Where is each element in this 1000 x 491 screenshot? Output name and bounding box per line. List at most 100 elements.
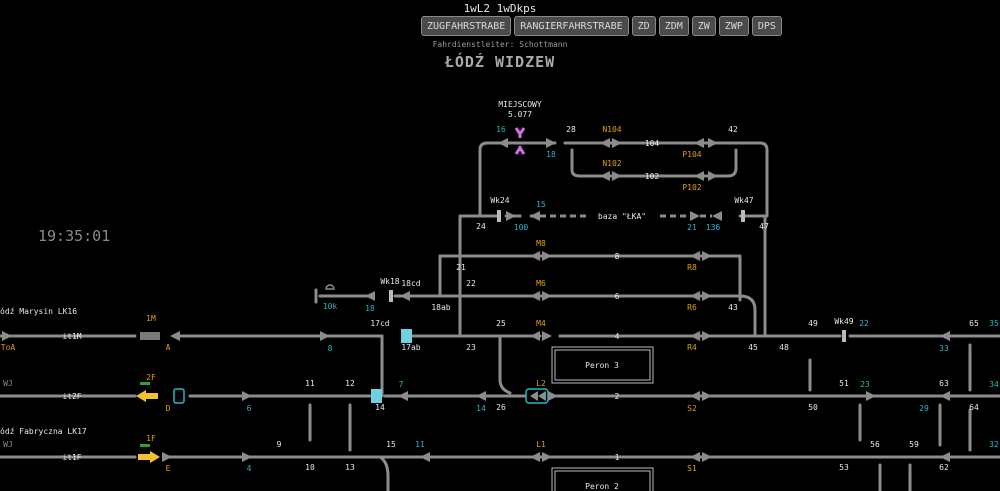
signal-l2-arrow2-icon	[538, 391, 546, 401]
svg-text:65: 65	[969, 319, 979, 328]
station-name: ŁÓDŹ WIDZEW	[444, 53, 556, 71]
svg-text:S2: S2	[687, 404, 697, 413]
wk47-block	[741, 210, 745, 222]
track-6[interactable]	[318, 294, 757, 338]
svg-text:35: 35	[989, 319, 999, 328]
zw-button[interactable]: ZW	[691, 16, 716, 36]
svg-text:10: 10	[305, 463, 315, 472]
platform-2[interactable]	[551, 467, 654, 491]
local-track-icon	[514, 127, 526, 155]
platform-3[interactable]	[551, 346, 654, 384]
svg-text:R8: R8	[687, 263, 697, 272]
signal-d-box[interactable]	[173, 388, 185, 404]
svg-text:4: 4	[247, 464, 252, 473]
track-conn-b[interactable]	[308, 403, 390, 491]
svg-text:13: 13	[345, 463, 355, 472]
svg-text:43: 43	[728, 303, 738, 312]
track-102-label: 102	[645, 172, 660, 181]
svg-text:R4: R4	[687, 343, 697, 352]
svg-text:49: 49	[808, 319, 818, 328]
svg-text:11: 11	[305, 379, 315, 388]
zwp-button[interactable]: ZWP	[718, 16, 749, 36]
toolbar: ZUGFAHRSTRABE RANGIERFAHRSTRABE ZD ZDM Z…	[421, 16, 782, 36]
svg-text:18cd: 18cd	[401, 279, 420, 288]
switch-17-marker[interactable]	[401, 329, 412, 343]
signal-1f-lamp	[140, 444, 150, 447]
svg-text:6: 6	[247, 404, 252, 413]
track-6-label: 6	[615, 292, 620, 301]
svg-text:WJ: WJ	[3, 440, 13, 449]
zugfahrstrasse-button[interactable]: ZUGFAHRSTRABE	[421, 16, 512, 36]
svg-text:M6: M6	[536, 279, 546, 288]
svg-text:25: 25	[496, 319, 506, 328]
svg-text:1F: 1F	[146, 434, 156, 443]
section-labels: 16 18 15 100 21 136 10k 18 8 22 35 33 7 …	[247, 125, 999, 473]
svg-text:33: 33	[939, 344, 949, 353]
dispatcher-name: Fahrdienstleiter: Schottmann	[432, 40, 568, 49]
svg-text:29: 29	[919, 404, 929, 413]
svg-text:23: 23	[860, 380, 870, 389]
svg-text:24: 24	[476, 222, 486, 231]
signal-2f-icon[interactable]	[136, 390, 158, 402]
rangierfahrstrasse-button[interactable]: RANGIERFAHRSTRABE	[514, 16, 629, 36]
zd-button[interactable]: ZD	[631, 16, 656, 36]
signal-l2-arrow-icon	[530, 391, 538, 401]
svg-text:L1: L1	[536, 440, 546, 449]
svg-text:21: 21	[687, 223, 697, 232]
wk18-block	[389, 290, 393, 302]
svg-text:26: 26	[496, 403, 506, 412]
track-1-label: 1	[615, 453, 620, 462]
signal-1m-icon[interactable]	[140, 332, 160, 340]
track-2-label: 2	[615, 392, 620, 401]
track-conn-a[interactable]	[380, 334, 512, 398]
track-8-label: 8	[615, 252, 620, 261]
svg-text:N102: N102	[602, 159, 621, 168]
switch-14-marker[interactable]	[371, 389, 382, 403]
svg-text:A: A	[166, 343, 171, 352]
svg-text:P102: P102	[682, 183, 701, 192]
svg-text:15: 15	[386, 440, 396, 449]
svg-text:34: 34	[989, 380, 999, 389]
svg-text:Wk24: Wk24	[490, 196, 509, 205]
svg-text:22: 22	[859, 319, 869, 328]
baza-label: baza "ŁKA"	[598, 212, 646, 221]
svg-text:51: 51	[839, 379, 849, 388]
local-label: MIEJSCOWY	[498, 100, 542, 109]
dps-button[interactable]: DPS	[751, 16, 782, 36]
signal-l2-box[interactable]	[525, 388, 549, 404]
track-102[interactable]	[570, 148, 738, 178]
local-km: 5.077	[508, 110, 532, 119]
svg-text:18ab: 18ab	[431, 303, 450, 312]
svg-text:45: 45	[748, 343, 758, 352]
wk24-block	[497, 210, 501, 222]
svg-text:23: 23	[466, 343, 476, 352]
svg-text:11: 11	[415, 440, 425, 449]
svg-text:28: 28	[566, 125, 576, 134]
track-conn-d[interactable]	[938, 343, 972, 452]
track-104[interactable]	[478, 141, 769, 218]
zdm-button[interactable]: ZDM	[658, 16, 689, 36]
svg-text:M4: M4	[536, 319, 546, 328]
svg-text:Wk47: Wk47	[734, 196, 753, 205]
track-wk[interactable]	[458, 214, 767, 338]
svg-text:WJ: WJ	[3, 379, 13, 388]
svg-text:2F: 2F	[146, 373, 156, 382]
svg-text:8: 8	[328, 344, 333, 353]
svg-text:14: 14	[375, 403, 385, 412]
svg-text:18: 18	[546, 150, 556, 159]
svg-text:136: 136	[706, 223, 721, 232]
switch-labels: 28 42 24 47 21 22 43 17cd 18cd 18ab 25 2…	[277, 125, 979, 472]
svg-text:P104: P104	[682, 150, 701, 159]
track-it2f-label: it2F	[62, 392, 81, 401]
track-arrows	[2, 138, 950, 462]
track-conn-c[interactable]	[808, 358, 912, 491]
platform-2-label: Peron 2	[585, 482, 619, 491]
svg-text:Wk49: Wk49	[834, 317, 853, 326]
svg-text:14: 14	[476, 404, 486, 413]
signal-1f-icon[interactable]	[138, 451, 160, 463]
buffer-stop-icon	[325, 284, 335, 290]
signal-2f-lamp	[140, 382, 150, 385]
svg-text:E: E	[166, 464, 171, 473]
svg-text:62: 62	[939, 463, 949, 472]
